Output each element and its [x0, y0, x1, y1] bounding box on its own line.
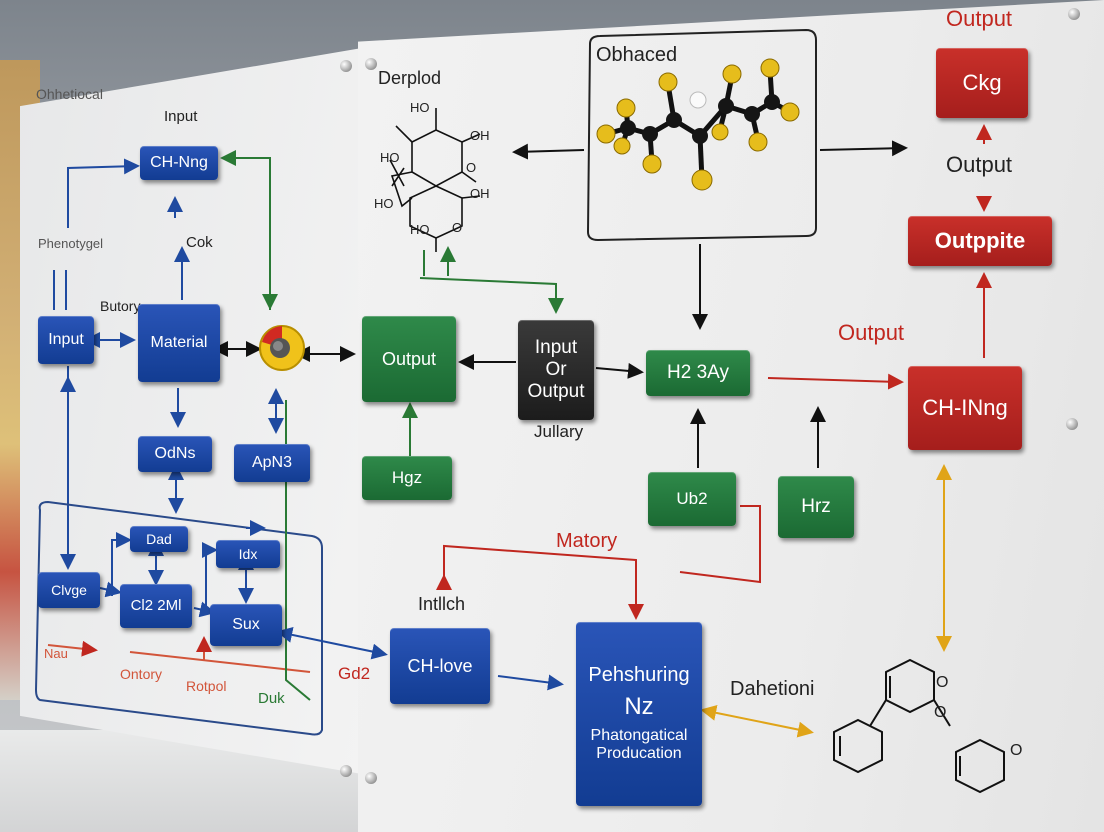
block-ch-love[interactable]: CH-love: [390, 628, 490, 704]
ball-and-stick-molecule: [597, 59, 799, 190]
label-matory: Matory: [556, 530, 617, 553]
block-hgz[interactable]: Hgz: [362, 456, 452, 500]
yellow-rotary-knob-icon: [260, 326, 304, 370]
block-idx[interactable]: Idx: [216, 540, 280, 568]
label-output-mid: Output: [946, 152, 1012, 178]
label-output-red: Output: [838, 320, 904, 346]
derplod-ho-label: HO: [410, 222, 430, 237]
ring-o-label: O: [934, 704, 946, 722]
label-cok: Cok: [186, 234, 213, 251]
arrow-to-ch-nng: [68, 166, 136, 228]
block-ch-nng[interactable]: CH-Nng: [140, 146, 218, 180]
block-input-or-output[interactable]: Input Or Output: [518, 320, 594, 420]
label-gd2: Gd2: [338, 664, 370, 684]
block-material[interactable]: Material: [138, 304, 220, 382]
arrow-sux-chlove: [288, 634, 384, 654]
arrow-to-derplod: [516, 150, 584, 152]
pehshuring-line-4: Producation: [596, 745, 681, 763]
pehshuring-line-3: Phatongatical: [591, 727, 688, 745]
ring-molecule: [834, 660, 1004, 792]
block-dad[interactable]: Dad: [130, 526, 188, 552]
block-sux[interactable]: Sux: [210, 604, 282, 646]
label-output-top: Output: [946, 6, 1012, 32]
block-hrz[interactable]: Hrz: [778, 476, 854, 538]
block-output-green[interactable]: Output: [362, 316, 456, 402]
arrow-to-h2ay: [596, 368, 640, 372]
derplod-ho-label: HO: [410, 100, 430, 115]
block-ch-inng[interactable]: CH-INng: [908, 366, 1022, 450]
derplod-ho-label: HO: [380, 150, 400, 165]
label-input-top: Input: [164, 108, 197, 125]
arrow-chlove-pehshuring: [498, 676, 560, 684]
phenotygel-lines: [54, 270, 66, 310]
input-or-output-line-3: Output: [527, 381, 584, 403]
block-clvge[interactable]: Clvge: [38, 572, 100, 608]
label-duk: Duk: [258, 690, 285, 707]
board-title: Ohhetiocal: [36, 86, 103, 102]
label-dahetioni: Dahetioni: [730, 678, 815, 701]
input-or-output-line-1: Input: [535, 337, 577, 359]
block-pehshuring[interactable]: Pehshuring Nz Phatongatical Producation: [576, 622, 702, 806]
block-h2-3ay[interactable]: H2 3Ay: [646, 350, 750, 396]
label-butory: Butory: [100, 298, 140, 314]
arrow-to-ch-ing: [768, 378, 900, 382]
block-ub2[interactable]: Ub2: [648, 472, 736, 526]
derplod-o-label: O: [466, 160, 476, 175]
block-input[interactable]: Input: [38, 316, 94, 364]
derplod-o-label: O: [452, 220, 462, 235]
input-or-output-line-2: Or: [545, 359, 566, 381]
derplod-molecule: [390, 108, 480, 252]
arrow-clvge-cl2: [100, 588, 118, 592]
arrow-from-yellow-knob: [224, 158, 270, 310]
derplod-ho-label: HO: [374, 196, 394, 211]
label-jullary: Jullary: [534, 422, 583, 442]
pehshuring-nz: Nz: [624, 693, 653, 721]
block-odns[interactable]: OdNs: [138, 436, 212, 472]
pehshuring-title: Pehshuring: [588, 664, 689, 687]
label-obhaced: Obhaced: [596, 44, 677, 67]
block-cl2-2ml[interactable]: Cl2 2Ml: [120, 584, 192, 628]
label-rotpol: Rotpol: [186, 678, 226, 694]
arrow-matory: [444, 546, 636, 616]
block-ckg[interactable]: Ckg: [936, 48, 1028, 118]
ring-o-label: O: [1010, 742, 1022, 760]
arrow-obhaced-out: [820, 148, 904, 150]
label-nau: Nau: [44, 646, 68, 661]
derplod-oh-label: OH: [470, 186, 490, 201]
label-ontory: Ontory: [120, 666, 162, 682]
ring-o-label: O: [936, 674, 948, 692]
arrow-dahetioni: [712, 712, 810, 732]
block-apn3[interactable]: ApN3: [234, 444, 310, 482]
arrows-to-derplod: [424, 250, 448, 276]
arrow-derplod-to-input: [420, 278, 556, 310]
derplod-oh-label: OH: [470, 128, 490, 143]
label-intllch: Intllch: [418, 594, 465, 615]
label-phenotygel: Phenotygel: [38, 236, 103, 251]
arrow-to-idx: [206, 550, 214, 612]
block-outppite[interactable]: Outppite: [908, 216, 1052, 266]
label-derplod: Derplod: [378, 68, 441, 89]
